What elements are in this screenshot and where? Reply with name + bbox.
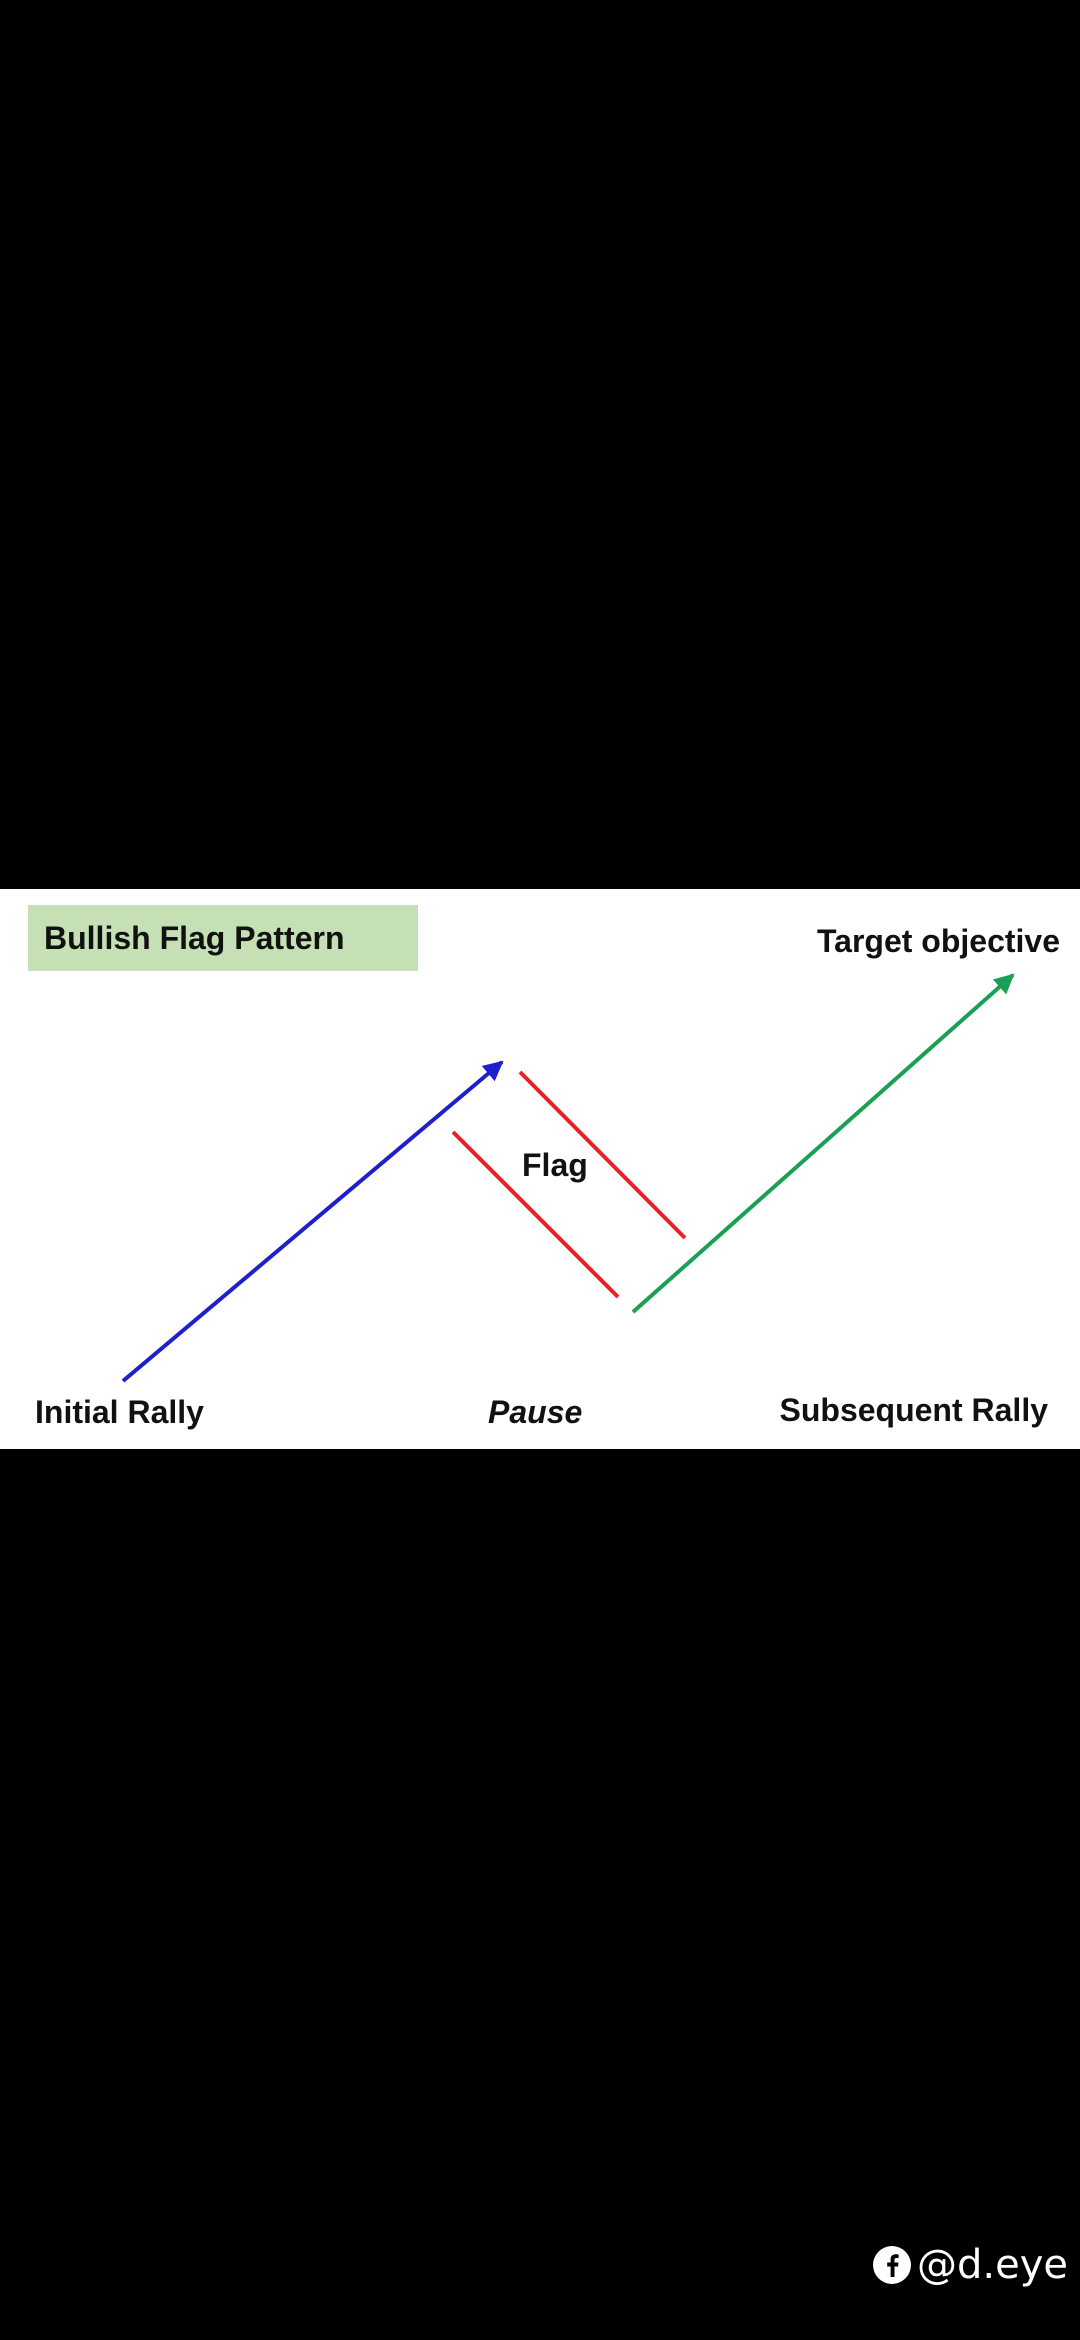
diagram-panel: Bullish Flag Pattern Target objective Fl… <box>0 889 1080 1449</box>
flag-label: Flag <box>522 1147 588 1183</box>
flag-diagram <box>121 973 1015 1383</box>
pause-label: Pause <box>488 1394 583 1430</box>
flag-lower-line <box>451 1130 620 1299</box>
watermark-handle: @d.eye <box>917 2242 1068 2288</box>
watermark: @d.eye <box>873 2240 1068 2290</box>
diagram-title: Bullish Flag Pattern <box>44 919 345 956</box>
facebook-icon <box>873 2246 911 2284</box>
initial-rally-arrow <box>121 1060 504 1383</box>
initial-rally-label: Initial Rally <box>35 1394 204 1430</box>
subsequent-rally-label: Subsequent Rally <box>779 1392 1049 1428</box>
target-objective-label: Target objective <box>816 923 1060 959</box>
title-box: Bullish Flag Pattern <box>28 905 418 971</box>
flag-upper-line <box>518 1070 687 1240</box>
subsequent-rally-arrow <box>631 973 1015 1314</box>
